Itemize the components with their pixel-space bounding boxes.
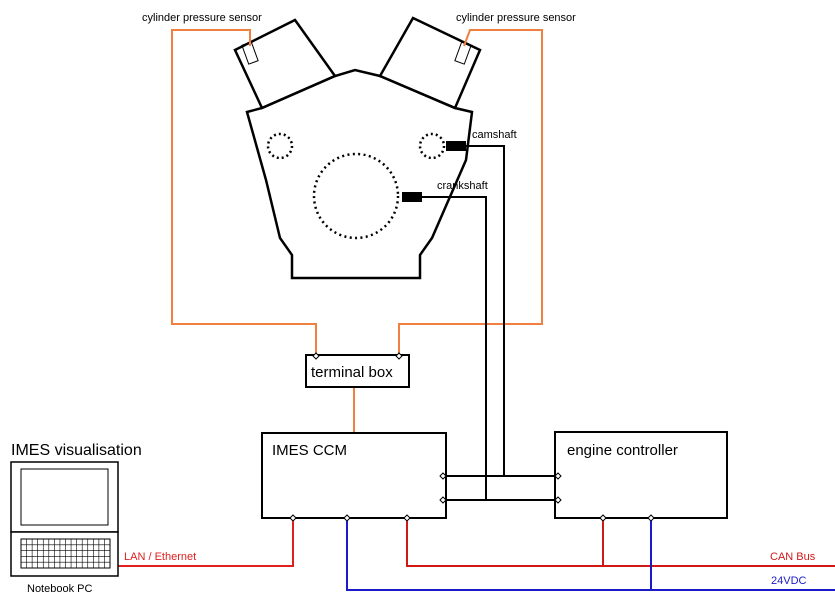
terminal-box-label: terminal box: [311, 364, 393, 381]
crankshaft-label: crankshaft: [437, 180, 488, 192]
crankshaft-pickup: [402, 192, 422, 202]
cylinder-sensor-left-label: cylinder pressure sensor: [142, 12, 262, 24]
pressure-sensor-left: [241, 41, 259, 65]
connector: [312, 352, 320, 360]
power-wire: [346, 521, 835, 591]
connector: [554, 472, 562, 480]
camshaft-label: camshaft: [472, 129, 517, 141]
bus-wires: [118, 521, 835, 591]
terminal-box: [305, 354, 410, 388]
camshaft-pickup: [446, 141, 466, 151]
engine-controller-label: engine controller: [567, 442, 678, 459]
left-bore-dotted: [266, 132, 294, 160]
engine-controller-box: [554, 431, 728, 519]
notebook-pc-icon: [10, 461, 119, 577]
cylinder-sensor-right-label: cylinder pressure sensor: [456, 12, 576, 24]
connector: [439, 472, 447, 480]
connector: [395, 352, 403, 360]
crankshaft-wire: [422, 196, 487, 500]
crankshaft-bore-dotted: [312, 152, 400, 240]
can-bus-wire: [406, 521, 835, 567]
sensor-wires: [171, 29, 543, 434]
can-bus-label: CAN Bus: [770, 551, 816, 563]
lan-wire: [118, 521, 294, 567]
sensor-wire-left: [171, 29, 317, 355]
connector: [439, 496, 447, 504]
sensor-wire-right: [398, 29, 543, 355]
imes-ccm-box: [261, 432, 447, 519]
engine-block: [233, 16, 482, 280]
camshaft-wire: [466, 145, 505, 476]
notebook-label: Notebook PC: [27, 583, 92, 595]
imes-visualisation-label: IMES visualisation: [11, 442, 142, 459]
notebook-screen: [20, 468, 109, 526]
lan-label: LAN / Ethernet: [124, 551, 196, 563]
camshaft-bore-dotted: [418, 132, 446, 160]
pressure-sensor-right: [454, 41, 472, 65]
imes-ccm-label: IMES CCM: [272, 442, 347, 459]
power-label: 24VDC: [771, 575, 807, 587]
shaft-signal-wires: [422, 145, 555, 501]
engine-body: [245, 68, 474, 280]
connector: [554, 496, 562, 504]
